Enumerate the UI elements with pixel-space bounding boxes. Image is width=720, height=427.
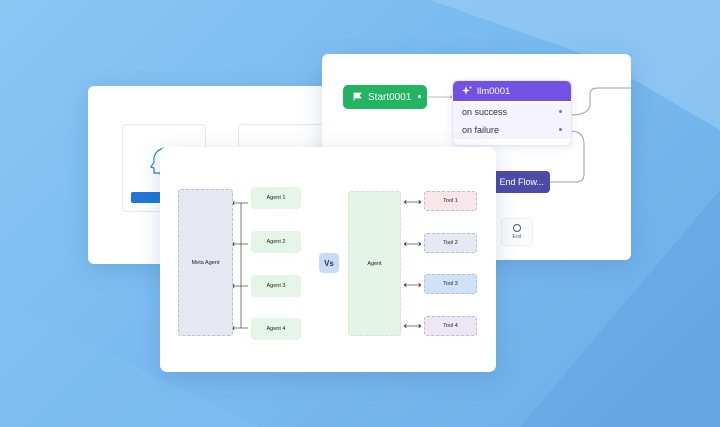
failure-port[interactable] [559,128,562,131]
meta-agent-label: Meta Agent [191,259,220,266]
output-failure-label: on failure [462,125,500,135]
agent-label: Agent [367,260,382,267]
tool-4-label: Tool 4 [443,323,458,329]
llm-label: llm0001 [477,85,511,97]
meta-agent-box[interactable]: Meta Agent [178,189,233,336]
end-palette-item[interactable]: End [501,218,533,246]
agent-3-box[interactable]: Agent 3 [251,275,301,297]
tool-1-label: Tool 1 [443,198,458,204]
end-circle-icon [513,224,521,232]
vs-badge: Vs [319,253,339,273]
agent-2-label: Agent 2 [266,239,286,245]
tool-2-box[interactable]: Tool 2 [424,233,477,253]
llm-output-failure[interactable]: on failure [453,121,571,139]
agent-box[interactable]: Agent [348,191,401,336]
end-flow-label: End Flow... [499,177,544,187]
success-port[interactable] [559,110,562,113]
start-node[interactable]: Start0001 [343,85,427,109]
llm-header: llm0001 [453,81,571,101]
diagram-card: Meta Agent Agent 1 Agent 2 Agent 3 Agent… [160,147,496,372]
agent-1-label: Agent 1 [266,195,286,201]
diagram-arrows [231,199,422,331]
agent-4-box[interactable]: Agent 4 [251,318,301,340]
end-flow-node[interactable]: End Flow... [492,171,550,193]
output-success-label: on success [462,107,508,117]
agent-1-box[interactable]: Agent 1 [251,187,301,209]
tool-3-label: Tool 3 [443,281,458,287]
agent-2-box[interactable]: Agent 2 [251,231,301,253]
start-output-port[interactable] [418,95,421,98]
flag-icon [353,92,362,101]
vs-label: Vs [324,258,334,268]
start-label: Start0001 [368,91,412,103]
tool-3-box[interactable]: Tool 3 [424,274,477,294]
flow-connectors [428,87,631,183]
llm-output-success[interactable]: on success [453,103,571,121]
sparkle-icon [462,86,472,95]
llm-node[interactable]: llm0001 on success on failure [452,80,572,146]
tool-2-label: Tool 2 [443,240,458,246]
tool-4-box[interactable]: Tool 4 [424,316,477,336]
agent-3-label: Agent 3 [266,283,286,289]
end-mini-label: End [512,234,522,240]
agent-4-label: Agent 4 [266,326,286,332]
tool-1-box[interactable]: Tool 1 [424,191,477,211]
